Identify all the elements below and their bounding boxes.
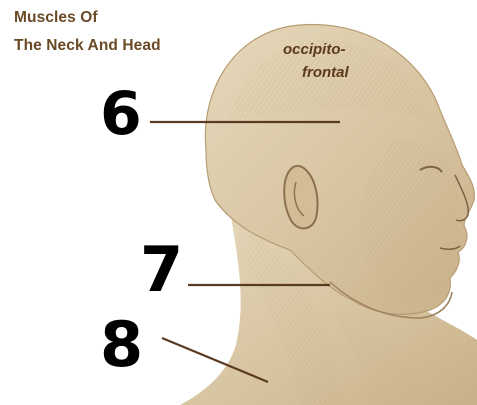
occipitofrontal-label-line2: frontal bbox=[302, 64, 349, 81]
marker-number-6: 6 bbox=[100, 84, 142, 144]
marker-number-8: 8 bbox=[100, 314, 143, 376]
occipitofrontal-label-line1: occipito- bbox=[283, 41, 346, 58]
diagram-title-line1: Muscles Of bbox=[14, 9, 98, 27]
diagram-title-line2: The Neck And Head bbox=[14, 37, 161, 55]
marker-number-7: 7 bbox=[140, 239, 183, 301]
